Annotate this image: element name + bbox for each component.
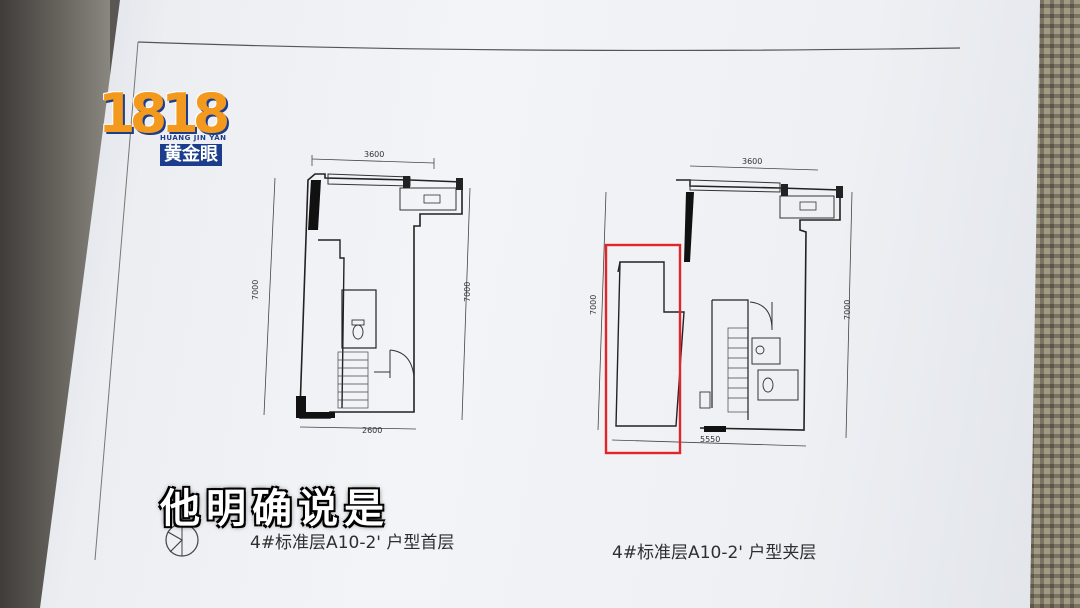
highlight-box: [604, 243, 682, 455]
logo-numerals: 1818: [98, 82, 230, 145]
plan2-title: 4#标准层A10-2' 户型夹层: [612, 543, 817, 563]
plan2-dim-left: 7000: [589, 295, 598, 315]
plan1-title: 4#标准层A10-2' 户型首层: [250, 533, 455, 553]
logo-romanization: HUANG JIN YAN: [160, 134, 227, 142]
plan1-dim-top: 3600: [364, 150, 384, 159]
plan2-dim-right: 7000: [843, 300, 852, 320]
plan1-dim-right: 7000: [463, 282, 472, 302]
plan-ground-floor: 3600 7000 7000 2600: [251, 150, 472, 435]
plan1-dim-bottom: 2600: [362, 426, 382, 435]
plan2-dim-top: 3600: [742, 157, 762, 166]
video-subtitle: 他明确说是: [160, 486, 390, 532]
channel-logo: 1818 HUANG JIN YAN 黄金眼: [98, 82, 248, 168]
paper-sheet: [40, 0, 1040, 608]
plan-mezzanine: 3600 7000 7000 5550: [589, 157, 853, 447]
logo-name: 黄金眼: [160, 144, 222, 166]
plan1-dim-left: 7000: [251, 280, 260, 300]
plan2-dim-bottom: 5550: [700, 435, 720, 444]
compass-icon: [165, 523, 199, 557]
